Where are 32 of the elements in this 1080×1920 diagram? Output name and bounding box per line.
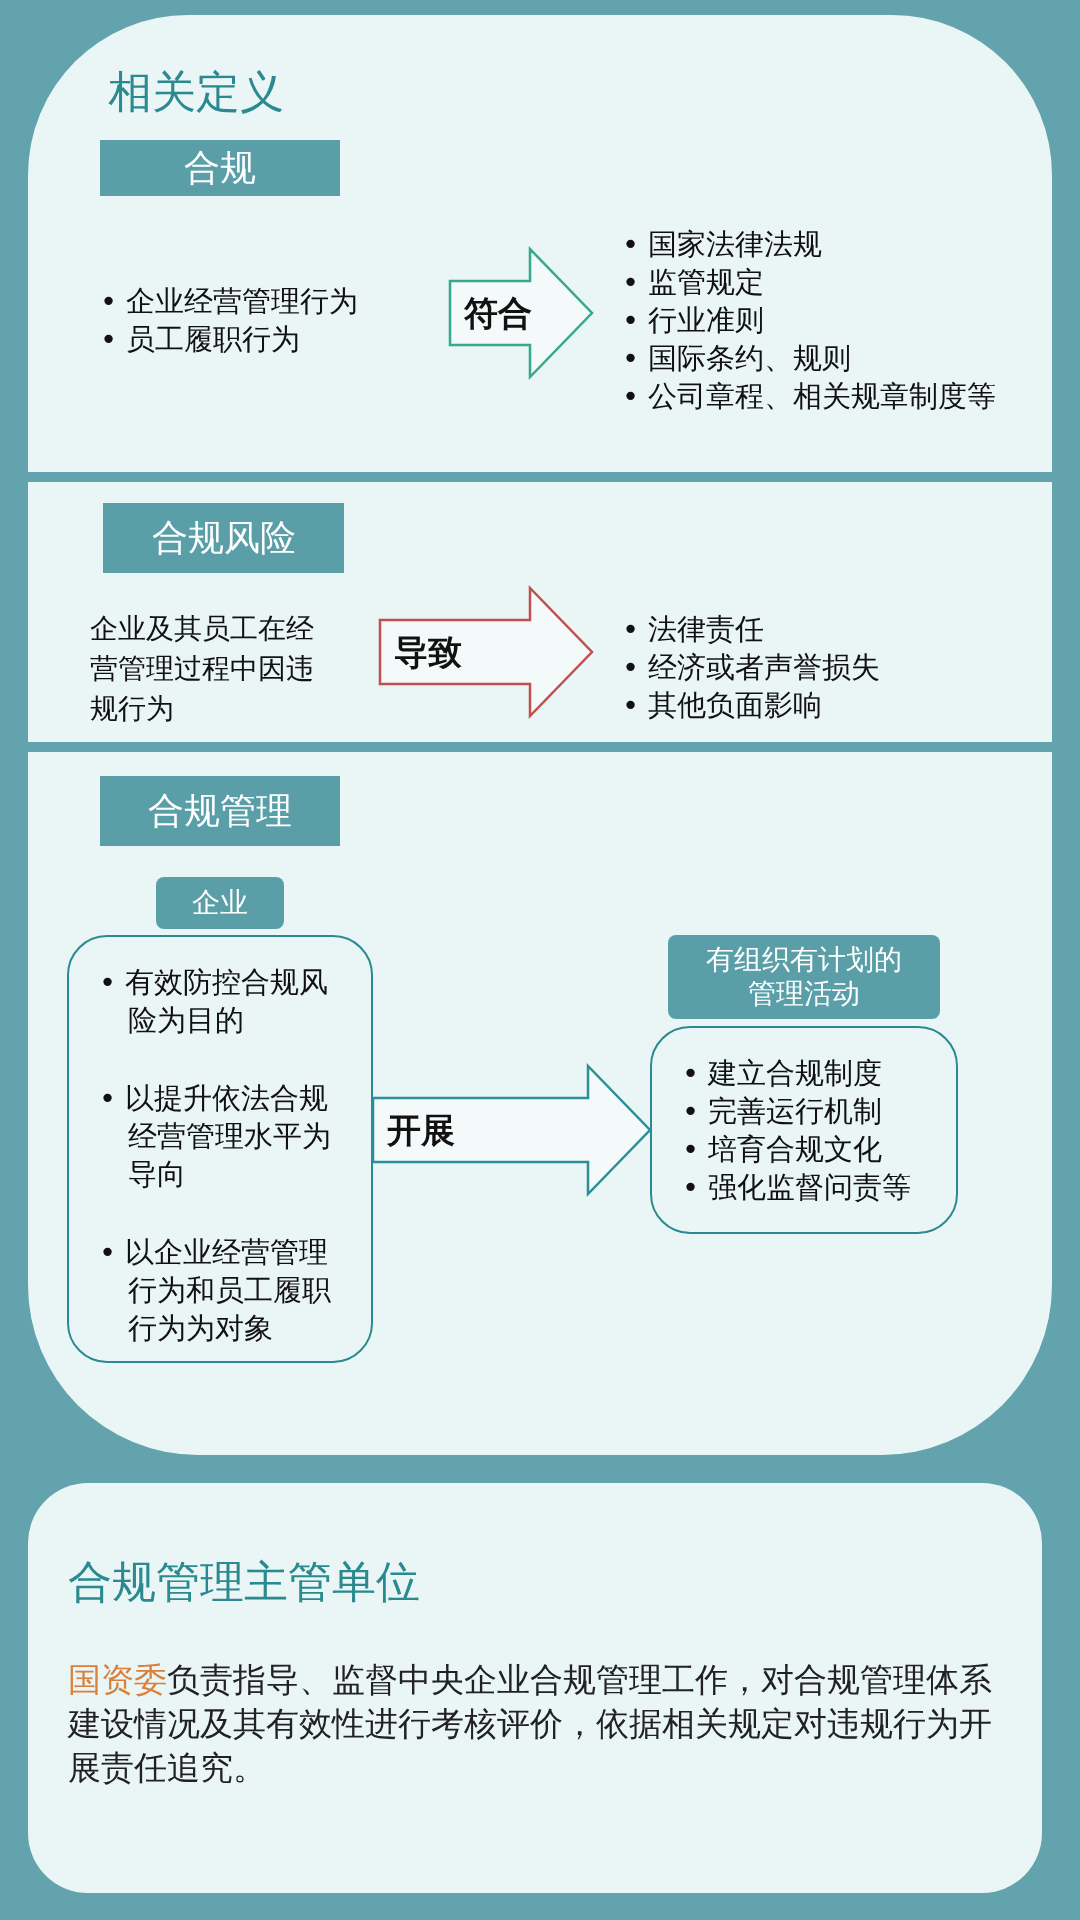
- list-item: • 国家法律法规: [622, 226, 824, 263]
- list-item: • 企业经营管理行为: [100, 283, 359, 320]
- rounded-box: [67, 935, 373, 1363]
- list-item: • 以企业经营管理行为和员工履职行为为对象: [99, 1234, 331, 1347]
- list-item: • 培育合规文化: [682, 1131, 884, 1168]
- section-header: 合规管理: [100, 776, 340, 846]
- list-item: • 有效防控合规风险为目的: [99, 964, 330, 1039]
- description-text: 企业及其员工在经营管理过程中因违规行为: [90, 611, 315, 727]
- label-tag: 企业: [156, 877, 284, 929]
- list-item: • 以提升依法合规经营管理水平为导向: [99, 1080, 331, 1193]
- label-tag: 有组织有计划的管理活动: [668, 935, 940, 1019]
- panel-heading: 合规管理主管单位: [68, 1555, 420, 1609]
- edge-label: 符合: [462, 293, 534, 333]
- list-item: • 员工履职行为: [100, 321, 302, 358]
- content-panel: [28, 15, 1052, 1455]
- info-panel: [28, 1483, 1042, 1893]
- list-item: • 行业准则: [622, 302, 766, 339]
- list-item: • 强化监督问责等: [682, 1169, 913, 1206]
- list-item: • 经济或者声誉损失: [622, 649, 881, 686]
- section-header: 合规风险: [103, 503, 344, 573]
- list-item: • 公司章程、相关规章制度等: [622, 378, 997, 415]
- section-header: 合规: [100, 140, 340, 196]
- list-item: • 建立合规制度: [682, 1055, 884, 1092]
- rounded-box: [650, 1026, 958, 1234]
- list-item: • 法律责任: [622, 611, 766, 648]
- panel-heading: 相关定义: [108, 65, 284, 119]
- paragraph: 国资委负责指导、监督中央企业合规管理工作，对合规管理体系建设情况及其有效性进行考核评价，依据相关规定对违规行为开展责任追究。: [68, 1659, 993, 1789]
- list-item: • 其他负面影响: [622, 687, 824, 724]
- list-item: • 完善运行机制: [682, 1093, 884, 1130]
- list-item: • 国际条约、规则: [622, 340, 853, 377]
- block-arrow: [371, 1062, 652, 1198]
- list-item: • 监管规定: [622, 264, 766, 301]
